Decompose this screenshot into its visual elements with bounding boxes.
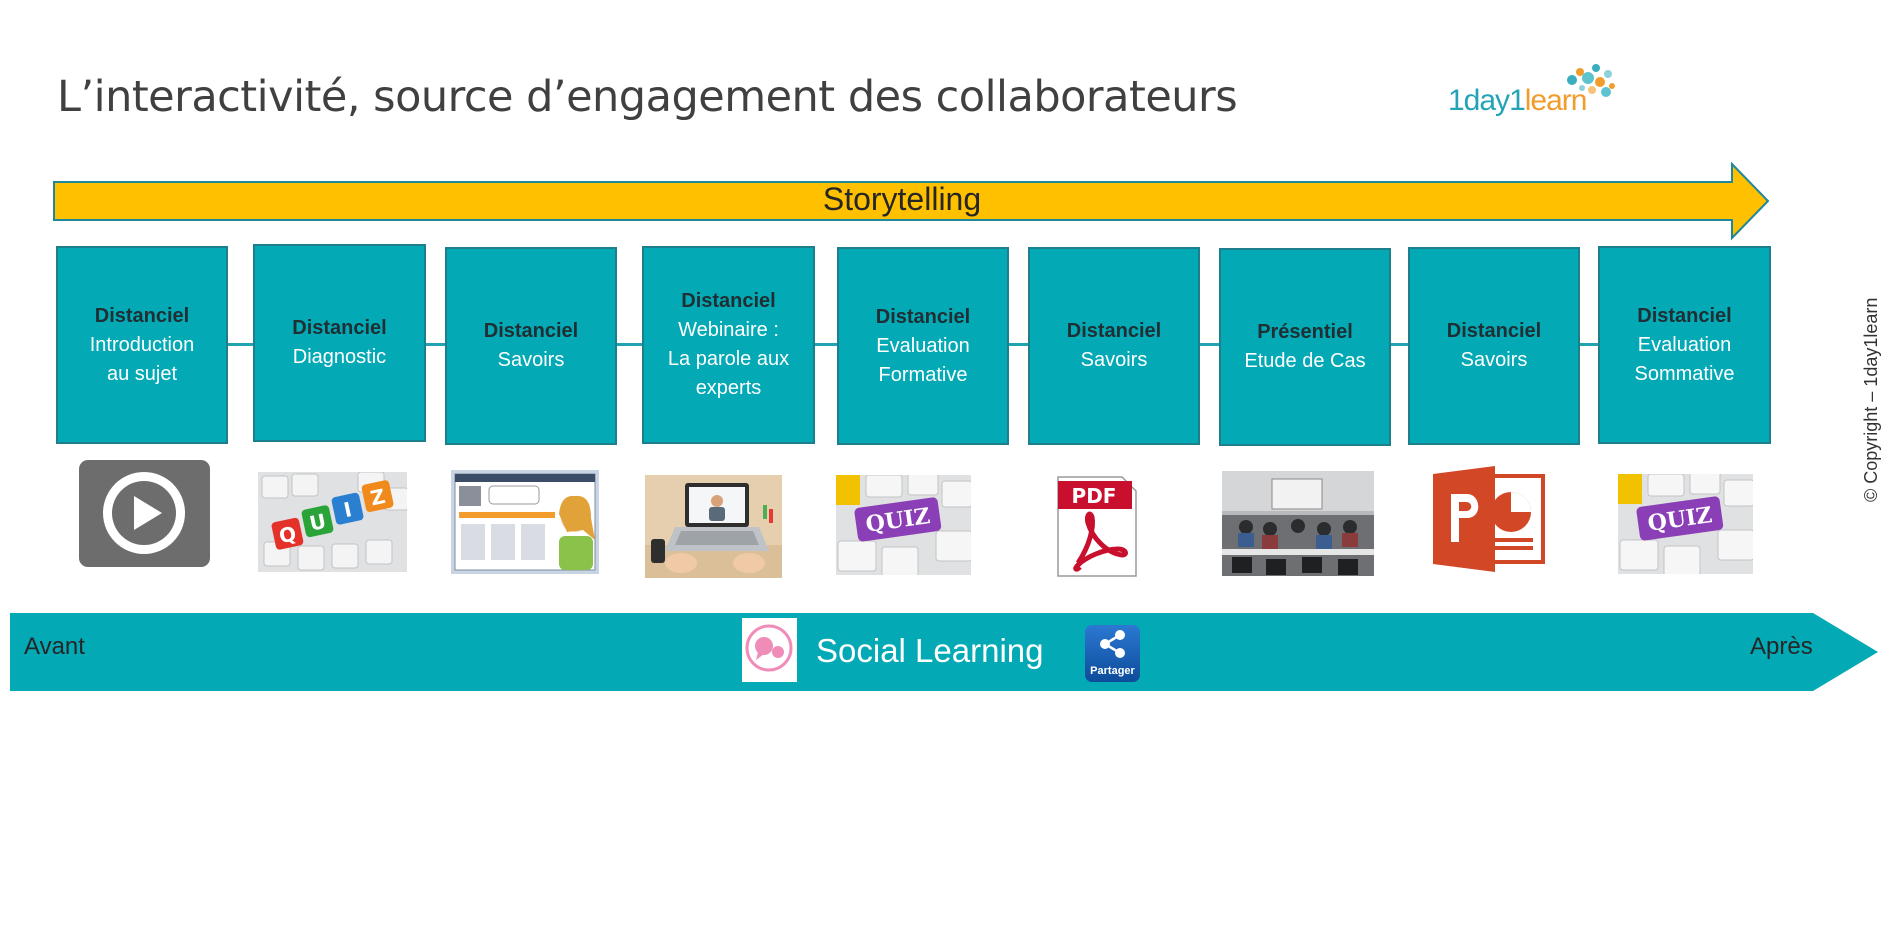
- step-box-5: Distanciel Evaluation Formative: [837, 247, 1009, 445]
- pdf-icon: PDF: [1056, 475, 1138, 578]
- video-play-icon: [79, 460, 210, 567]
- step-6-subtitle: Savoirs: [1080, 349, 1148, 371]
- step-5-subtitle: Evaluation Formative: [876, 334, 970, 386]
- storytelling-label: Storytelling: [822, 181, 982, 217]
- logo-bubbles-icon: [1567, 64, 1615, 97]
- logo-text-part1: 1day: [1448, 84, 1510, 117]
- before-label: Avant: [24, 633, 85, 660]
- step-9-subtitle: Evaluation Sommative: [1634, 333, 1735, 385]
- step-7-subtitle: Etude de Cas: [1244, 350, 1366, 372]
- step-3-title: Distanciel: [483, 320, 579, 342]
- step-box-3: Distanciel Savoirs: [445, 247, 617, 445]
- step-4-subtitle: Webinaire : La parole aux experts: [667, 319, 790, 399]
- pdf-label: PDF: [1072, 484, 1117, 508]
- elearning-scenario-image: [451, 470, 599, 574]
- quiz-keyboard-image: Q U I Z: [258, 472, 407, 572]
- step-8-title: Distanciel: [1446, 320, 1542, 342]
- step-1-title: Distanciel: [94, 304, 190, 327]
- step-9-title: Distanciel: [1637, 304, 1732, 327]
- share-icon[interactable]: Partager: [1085, 625, 1140, 682]
- step-4-title: Distanciel: [681, 290, 776, 312]
- step-box-6: Distanciel Savoirs: [1028, 247, 1200, 445]
- social-learning-icon: [742, 618, 797, 682]
- step-1-subtitle: Introduction au sujet: [89, 333, 195, 385]
- step-6-title: Distanciel: [1066, 320, 1162, 342]
- step-3-subtitle: Savoirs: [497, 349, 565, 371]
- page-title: L’interactivité, source d’engagement des…: [57, 72, 1238, 122]
- step-box-4: Distanciel Webinaire : La parole aux exp…: [642, 246, 815, 444]
- classroom-photo: [1222, 471, 1374, 576]
- share-label: Partager: [1090, 665, 1135, 677]
- quiz-letter-u: U: [307, 509, 328, 536]
- social-learning-label: Social Learning: [816, 632, 1044, 669]
- logo-text-part3: learn: [1524, 84, 1588, 117]
- storytelling-arrow: [53, 162, 1770, 241]
- step-box-9: Distanciel Evaluation Sommative: [1598, 246, 1771, 444]
- brand-logo: 1day1learn: [1448, 58, 1618, 122]
- quiz-letter-z: Z: [368, 484, 387, 510]
- step-8-subtitle: Savoirs: [1460, 349, 1528, 371]
- step-box-2: Distanciel Diagnostic: [253, 244, 426, 442]
- step-box-8: Distanciel Savoirs: [1408, 247, 1580, 445]
- quiz-letter-q: Q: [277, 521, 299, 548]
- step-2-subtitle: Diagnostic: [292, 346, 387, 368]
- social-learning-arrow: [10, 613, 1878, 691]
- logo-text-part2: 1: [1509, 84, 1526, 117]
- copyright-notice: © Copyright – 1day1learn: [1861, 297, 1881, 502]
- quiz-key-image: QUIZ: [836, 475, 971, 575]
- step-box-7: Présentiel Etude de Cas: [1219, 248, 1391, 446]
- step-5-title: Distanciel: [875, 305, 971, 328]
- laptop-webinar-image: [645, 475, 782, 578]
- after-label: Après: [1750, 633, 1813, 660]
- powerpoint-icon: [1433, 466, 1545, 572]
- step-7-title: Présentiel: [1257, 321, 1353, 343]
- step-2-title: Distanciel: [292, 317, 387, 339]
- quiz-key-image: QUIZ: [1618, 474, 1753, 574]
- step-box-1: Distanciel Introduction au sujet: [56, 246, 228, 444]
